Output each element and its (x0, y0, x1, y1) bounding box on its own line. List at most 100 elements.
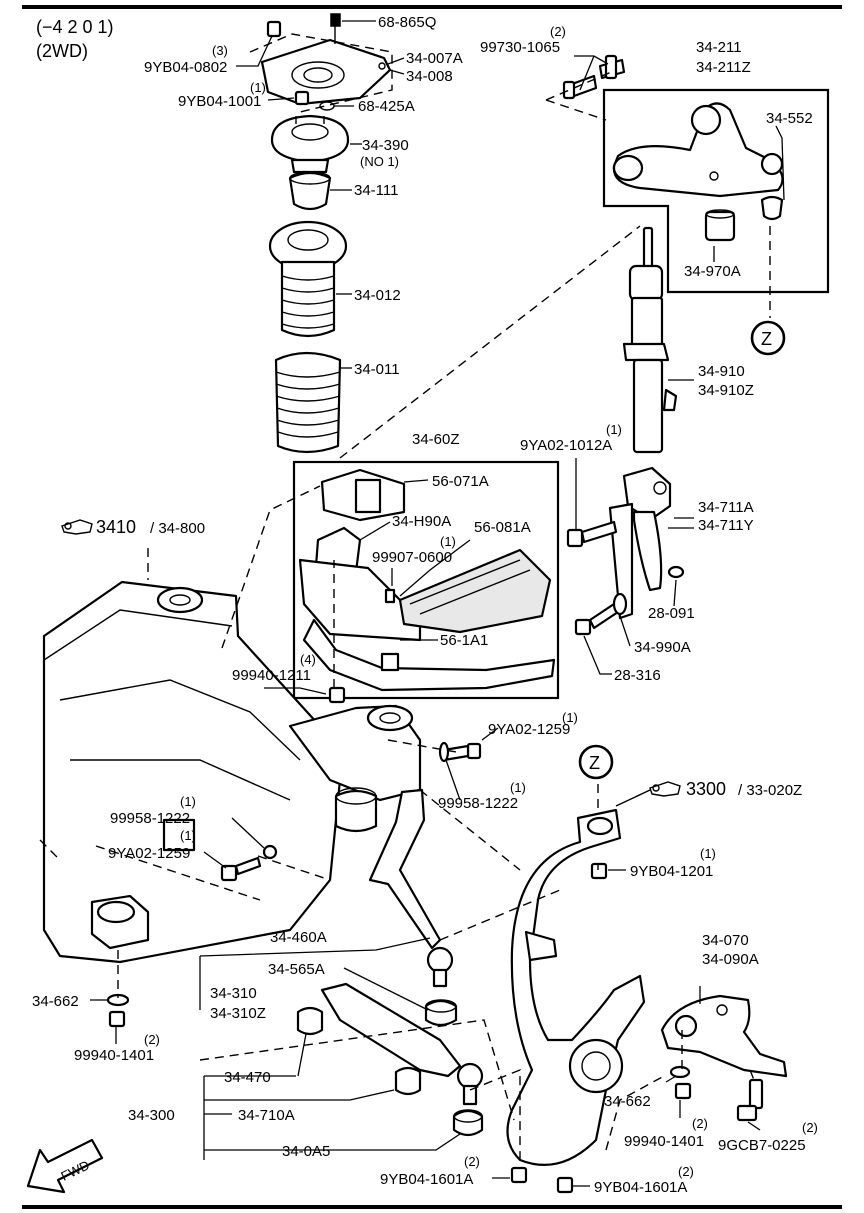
label-34-H90A: 34-H90A (392, 513, 451, 530)
label-34-090A: 34-090A (702, 951, 759, 968)
label-56-1A1: 56-1A1 (440, 632, 488, 649)
mount-stud-bolt-icon (330, 13, 341, 44)
steering-knuckle-3300 (506, 808, 646, 1167)
ref-34-800: / 34-800 (150, 520, 205, 537)
label-34-970A: 34-970A (684, 263, 741, 280)
washer-99958-1222-left-icon (262, 844, 278, 860)
mount-rubber-34-390 (270, 114, 350, 174)
qty-9YA02-1259-left: (1) (180, 828, 196, 843)
dust-cover-34-0A5-icon (452, 1109, 484, 1137)
label-34-990A: 34-990A (634, 639, 691, 656)
label-99940-1401-left: 99940-1401 (74, 1047, 154, 1064)
crossmember-56-1A1-icon (302, 618, 556, 692)
qty-9YA02-1012A: (1) (606, 422, 622, 437)
ref-3300: 3300 (686, 779, 726, 799)
qty-9YA02-1259-right: (1) (562, 710, 578, 725)
qty-9YB04-1601A-right: (2) (678, 1164, 694, 1179)
label-34-390: 34-390 (362, 137, 409, 154)
washer-99958-1222-right-icon (438, 741, 450, 763)
nut-9YB04-1601A-right-icon (556, 1176, 574, 1194)
washer-34-662-right-icon (669, 1065, 691, 1079)
bolt-99730-1065-icon (562, 54, 626, 100)
lower-arm-34-300 (320, 982, 484, 1106)
bushing-34-470-lower-icon (296, 1006, 324, 1036)
bracket-34-H90A-icon (298, 526, 422, 642)
nut-9YB04-1201-icon (590, 862, 608, 880)
note-34-390: (NO 1) (360, 154, 399, 169)
label-34-910: 34-910 (698, 363, 745, 380)
label-34-300: 34-300 (128, 1107, 175, 1124)
zone-label-lower: Z (589, 753, 600, 773)
label-34-111: 34-111 (354, 182, 398, 199)
nut-9YB04-1001-icon (294, 90, 310, 106)
nut-9YB04-0802-icon (266, 20, 282, 38)
bracket-56-071A-icon (320, 468, 406, 522)
range-label: (−4 2 0 1) (36, 17, 114, 37)
bolt-9YA02-1259-left-icon (220, 856, 262, 882)
ball-joint-34-552-icon (760, 152, 784, 221)
label-99940-1211: 99940-1211 (232, 667, 311, 684)
label-34-710A: 34-710A (238, 1107, 295, 1124)
bracket-34-070 (660, 994, 788, 1078)
label-34-012: 34-012 (354, 287, 401, 304)
label-28-316: 28-316 (614, 667, 661, 684)
relation-lines (39, 33, 771, 1166)
bushing-34-970A-icon (704, 209, 736, 242)
label-9YA02-1259-left: 9YA02-1259 (108, 845, 190, 862)
label-68-865Q: 68-865Q (378, 14, 436, 31)
nut-9YB04-1601A-left-icon (510, 1166, 528, 1184)
label-56-081A: 56-081A (474, 519, 531, 536)
bushing-34-710A-icon (394, 1066, 422, 1096)
upper-arm-34-211 (612, 102, 784, 198)
label-34-470: 34-470 (224, 1069, 271, 1086)
bolt-9GCB7-0225-icon (736, 1078, 764, 1122)
zone-marker-z-lower (578, 744, 614, 780)
label-34-711A: 34-711A (698, 499, 754, 516)
label-99907-0600: 99907-0600 (372, 549, 452, 566)
label-34-662-left: 34-662 (32, 993, 79, 1010)
label-9YB04-1001: 9YB04-1001 (178, 93, 261, 110)
label-99730-1065: 99730-1065 (480, 39, 560, 56)
qty-99730-1065: (2) (550, 24, 566, 39)
label-34-711Y: 34-711Y (698, 517, 754, 534)
bolt-28-316-icon (574, 602, 620, 636)
variant-label: (2WD) (36, 41, 88, 61)
label-34-007A: 34-007A (406, 50, 463, 67)
nut-99940-1211-icon (328, 686, 346, 704)
pointing-hand-icon-3410 (61, 519, 93, 535)
bolt-99907-0600-icon (384, 588, 396, 604)
label-34-662-right: 34-662 (604, 1093, 651, 1110)
crossmember-box (292, 460, 560, 700)
lower-arm-34-310 (368, 788, 454, 988)
qty-9YB04-0802: (3) (212, 43, 228, 58)
label-9GCB7-0225: 9GCB7-0225 (718, 1137, 806, 1154)
spring-seat-34-012 (268, 220, 348, 338)
label-34-070: 34-070 (702, 932, 749, 949)
washer-34-990A-icon (612, 592, 628, 616)
upper-arm-box (602, 88, 830, 294)
label-34-0A5: 34-0A5 (282, 1143, 330, 1160)
qty-99940-1401-left: (2) (144, 1032, 160, 1047)
qty-99940-1401-right: (2) (692, 1116, 708, 1131)
pointing-hand-icon-3300 (615, 781, 681, 807)
washer-28-091-icon (667, 565, 685, 579)
label-34-310: 34-310 (210, 985, 257, 1002)
label-9YB04-1201: 9YB04-1201 (630, 863, 713, 880)
label-34-460A: 34-460A (270, 929, 327, 946)
label-34-552: 34-552 (766, 110, 813, 127)
qty-9YB04-1601A-left: (2) (464, 1154, 480, 1169)
label-34-211: 34-211 (696, 39, 742, 56)
bushing-34-470-icon (334, 787, 378, 833)
label-28-091: 28-091 (648, 605, 695, 622)
label-34-310Z: 34-310Z (210, 1005, 266, 1022)
zone-marker-z-upper (750, 320, 786, 356)
label-9YA02-1012A: 9YA02-1012A (520, 437, 612, 454)
label-34-910Z: 34-910Z (698, 382, 754, 399)
label-9YA02-1259-right: 9YA02-1259 (488, 721, 570, 738)
leader-lines (90, 20, 785, 1187)
qty-9GCB7-0225: (2) (802, 1120, 818, 1135)
under-cover-56-081A-icon (398, 548, 552, 634)
label-9YB04-0802: 9YB04-0802 (144, 59, 227, 76)
dust-cover-34-565A-icon (424, 999, 458, 1027)
